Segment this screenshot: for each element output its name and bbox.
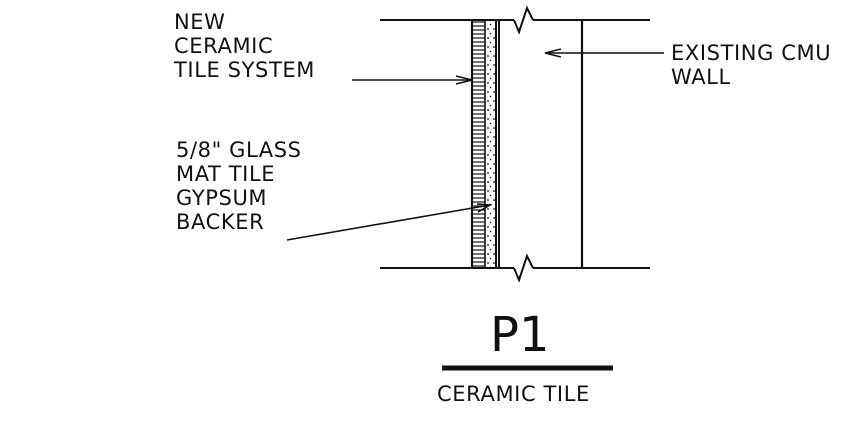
- cmu-wall-note-line-1: EXISTING CMU: [671, 41, 832, 65]
- cmu-wall-note-line-2: WALL: [671, 65, 731, 89]
- cmu-wall-leader: [544, 48, 664, 58]
- cmu-wall-note: EXISTING CMU WALL: [671, 41, 831, 89]
- detail-caption: CERAMIC TILE: [437, 382, 590, 406]
- tile-system-note-line-3: TILE SYSTEM: [174, 58, 315, 82]
- backer-note-line-2: MAT TILE: [176, 162, 276, 186]
- tile-system-note: NEW CERAMIC TILE SYSTEM: [174, 10, 315, 82]
- bottom-cut-line: [380, 253, 650, 283]
- tile-system-note-line-2: CERAMIC: [174, 34, 274, 58]
- backer-note: 5/8" GLASS MAT TILE GYPSUM BACKER: [176, 138, 302, 234]
- tile-system-note-line-1: NEW: [174, 10, 226, 34]
- backer-note-line-3: GYPSUM: [176, 186, 268, 210]
- detail-tag: P1: [490, 307, 550, 363]
- gypsum-backer-layer: [486, 20, 500, 268]
- backer-leader: [286, 203, 493, 241]
- ceramic-tile-layer: [470, 20, 486, 268]
- backer-note-line-1: 5/8" GLASS: [176, 138, 302, 162]
- top-cut-line: [380, 5, 650, 35]
- tile-system-leader: [352, 75, 473, 85]
- backer-note-line-4: BACKER: [176, 210, 265, 234]
